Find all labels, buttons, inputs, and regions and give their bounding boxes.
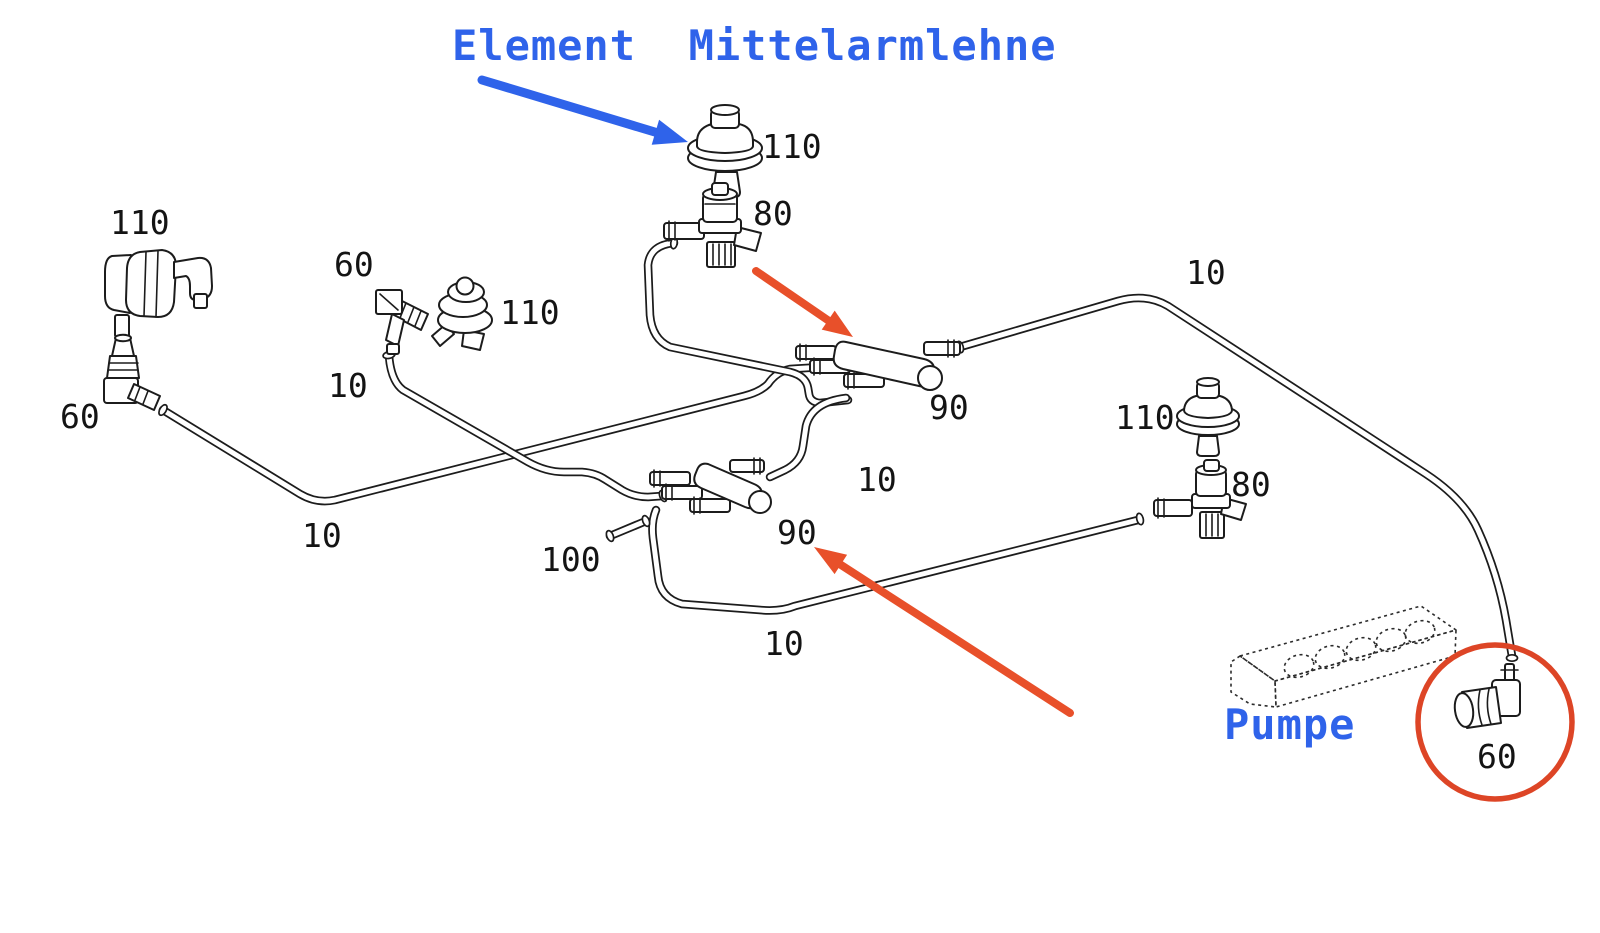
part-label-100: 100 [541,540,601,579]
blue-arrow [477,75,688,145]
part-label-80-top: 80 [753,194,793,233]
part-label-80-right: 80 [1231,465,1271,504]
tube-100-stub [605,516,651,541]
part-label-60-center: 60 [334,245,374,284]
component-valve-80-right [1153,459,1247,539]
component-distributor-90-lower [649,457,772,515]
part-label-10-connector: 10 [857,460,897,499]
callout-element-mittelarmlehne: Element Mittelarmlehne [452,21,1057,70]
part-label-110-left: 110 [110,203,170,242]
tube-10-hook [648,505,1143,615]
tube-10-to-pump [955,293,1517,661]
part-label-60-pump: 60 [1477,737,1517,776]
part-label-110-center: 110 [500,293,560,332]
part-label-10-stub: 10 [328,366,368,405]
part-label-10-hook: 10 [764,624,804,663]
component-connector-60-center [375,289,429,355]
component-connector-60-pump [1453,663,1521,729]
part-label-90-upper: 90 [929,388,969,427]
part-label-110-armrest: 110 [762,127,822,166]
tube-10-connector [765,393,851,482]
component-element-110-right [1176,377,1240,457]
part-label-10-right: 10 [1186,253,1226,292]
component-element-110-center [431,276,493,351]
tube-10-stub-to-distributor [384,351,667,502]
callout-pumpe: Pumpe [1224,700,1356,749]
red-arrow-lower [814,547,1074,717]
pump-manifold-sketch [1230,605,1457,708]
red-circle-highlight [1415,642,1575,802]
part-label-90-lower: 90 [777,513,817,552]
tube-from-armrest-valve [643,238,853,408]
component-element-110-left [104,249,213,346]
part-label-60-left: 60 [60,397,100,436]
part-label-110-right: 110 [1115,398,1175,437]
part-label-10-left: 10 [302,516,342,555]
component-valve-80-top [663,182,762,268]
red-arrow-upper [752,267,853,337]
component-distributor-90-upper [795,339,961,391]
component-connector-60-left [103,333,161,411]
